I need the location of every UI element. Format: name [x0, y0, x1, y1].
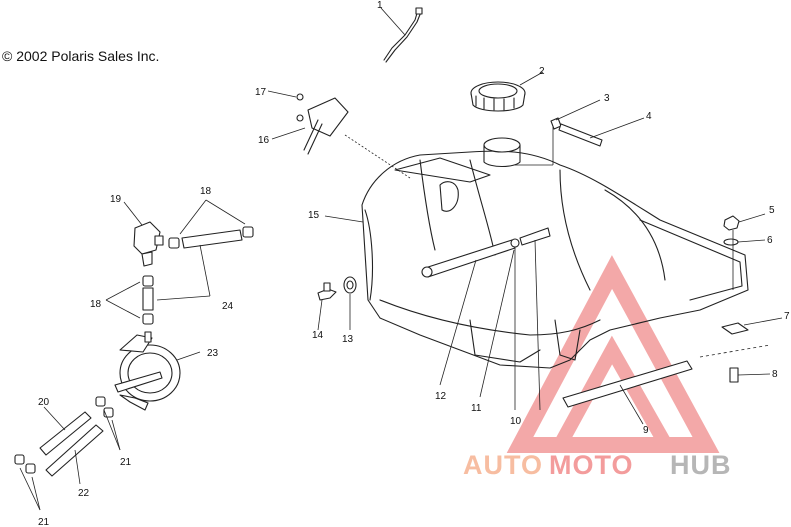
part-fuel-cap [470, 71, 544, 112]
callout-19: 19 [110, 194, 122, 205]
watermark-moto: MOTO [549, 450, 634, 480]
callout-3: 3 [604, 93, 610, 104]
part-fuel-pump [114, 331, 201, 411]
copyright-notice: © 2002 Polaris Sales Inc. [2, 48, 160, 64]
tank-leaders [324, 215, 541, 411]
callout-10: 10 [510, 416, 522, 427]
part-vent-fitting [515, 99, 645, 166]
watermark-hub: HUB [670, 450, 732, 480]
callout-23: 23 [207, 348, 219, 359]
callout-5: 5 [769, 205, 775, 216]
callout-21a: 21 [120, 457, 132, 468]
callout-11: 11 [471, 403, 482, 414]
fuel-tank [361, 137, 749, 369]
callouts: 1 2 3 4 5 6 7 8 9 10 11 12 13 14 15 16 1… [38, 0, 790, 527]
callout-18a: 18 [90, 299, 102, 310]
callout-6: 6 [767, 235, 773, 246]
part-hose-upper [156, 199, 254, 301]
callout-14: 14 [312, 330, 324, 341]
watermark-auto: AUTO [463, 450, 543, 480]
part-drain-fittings [317, 276, 357, 331]
callout-8: 8 [772, 369, 778, 380]
callout-17: 17 [255, 87, 267, 98]
part-strap [562, 360, 693, 425]
callout-21b: 21 [38, 517, 50, 527]
callout-7: 7 [784, 311, 790, 322]
callout-2: 2 [539, 66, 545, 77]
callout-13: 13 [342, 334, 354, 345]
part-hoses-bottom [14, 396, 121, 511]
part-vent-tube [380, 7, 423, 63]
callout-22: 22 [78, 488, 90, 499]
callout-24: 24 [222, 301, 234, 312]
callout-12: 12 [435, 391, 447, 402]
part-hose-lower [105, 275, 154, 325]
callout-16: 16 [258, 135, 270, 146]
callout-18b: 18 [200, 186, 212, 197]
part-fuel-valve [123, 201, 164, 267]
part-mount-hardware [699, 213, 783, 383]
callout-1: 1 [377, 0, 383, 11]
part-sender-plate [267, 90, 411, 179]
callout-9: 9 [643, 425, 649, 436]
callout-15: 15 [308, 210, 320, 221]
callout-20: 20 [38, 397, 50, 408]
watermark-logo: AUTO MOTO HUB [463, 255, 732, 480]
callout-4: 4 [646, 111, 652, 122]
